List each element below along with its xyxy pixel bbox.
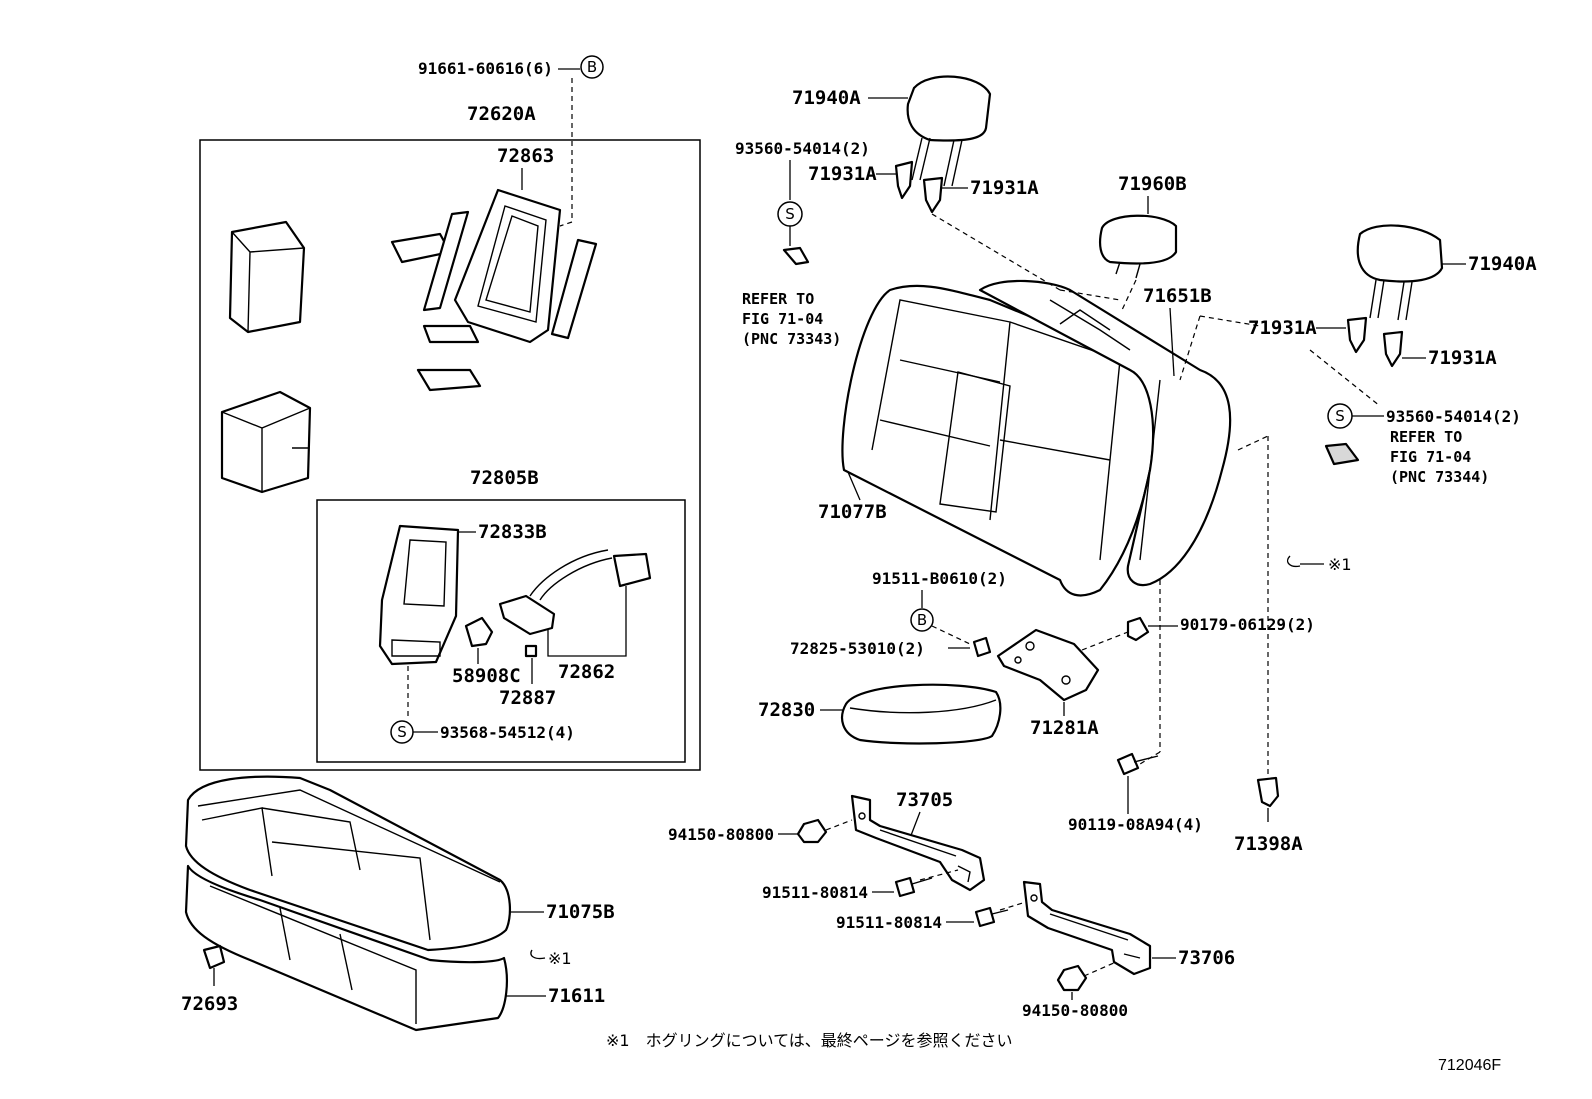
label-94150-1: 94150-80800 xyxy=(668,825,774,844)
seat-cushion-71075b xyxy=(184,775,512,952)
label-72887: 72887 xyxy=(499,687,556,709)
label-71611: 71611 xyxy=(548,985,605,1007)
bolt-91511-1 xyxy=(894,876,933,898)
marker-b-top xyxy=(580,55,604,79)
headrest-71940a-left xyxy=(906,75,992,187)
label-71940a-left: 71940A xyxy=(792,87,861,109)
label-93560-left: 93560-54014(2) xyxy=(735,139,870,158)
marker-b-top-text: B xyxy=(587,58,597,76)
bracket-73706 xyxy=(1022,880,1152,976)
label-71960b: 71960B xyxy=(1118,173,1187,195)
label-71931a-2: 71931A xyxy=(970,177,1039,199)
cover-right xyxy=(1324,442,1360,466)
hog-ring-mark-1: ※1 xyxy=(548,949,572,968)
bolt-91511-2 xyxy=(974,906,1009,928)
label-71398a: 71398A xyxy=(1234,833,1303,855)
refer-left-line3: (PNC 73343) xyxy=(742,330,841,348)
label-71077b: 71077B xyxy=(818,501,887,523)
label-71931a-3: 71931A xyxy=(1248,317,1317,339)
nut-90179 xyxy=(1126,616,1150,642)
label-71931a-1: 71931A xyxy=(808,163,877,185)
label-71651b: 71651B xyxy=(1143,285,1212,307)
label-90119: 90119-08A94(4) xyxy=(1068,815,1203,834)
figure-id: 712046F xyxy=(1438,1057,1501,1074)
marker-b-hinge-text: B xyxy=(917,611,927,629)
marker-s-lid-text: S xyxy=(397,723,407,741)
headrest-71960b-center xyxy=(1099,214,1178,279)
label-72833b: 72833B xyxy=(478,521,547,543)
lid-latch-58908c xyxy=(464,616,494,648)
nut-94150-1 xyxy=(796,818,828,844)
headrest-71940a-right xyxy=(1356,224,1444,321)
label-72863: 72863 xyxy=(497,145,554,167)
clip-71398a xyxy=(1256,776,1280,822)
hinge-71281a xyxy=(996,628,1100,702)
label-72693: 72693 xyxy=(181,993,238,1015)
label-71281a: 71281A xyxy=(1030,717,1099,739)
refer-right-line2: FIG 71-04 xyxy=(1390,448,1471,466)
label-90179: 90179-06129(2) xyxy=(1180,615,1315,634)
guide-71931a-1 xyxy=(894,160,914,200)
label-71940a-right: 71940A xyxy=(1468,253,1537,275)
label-71075b: 71075B xyxy=(546,901,615,923)
label-91661: 91661-60616(6) xyxy=(418,59,553,78)
footnote-hog-ring: ※1 ホグリングについては、最終ページを参照ください xyxy=(606,1031,1012,1050)
label-72620a: 72620A xyxy=(467,103,536,125)
label-73706: 73706 xyxy=(1178,947,1235,969)
label-91511-2: 91511-80814 xyxy=(836,913,942,932)
label-72805b: 72805B xyxy=(470,467,539,489)
cover-left xyxy=(782,246,810,266)
lid-bracket-72862 xyxy=(498,549,652,658)
refer-left-line2: FIG 71-04 xyxy=(742,310,823,328)
kit-72620a-box xyxy=(199,139,701,771)
marker-b-hinge xyxy=(910,608,934,632)
label-72830: 72830 xyxy=(758,699,815,721)
refer-right-line3: (PNC 73344) xyxy=(1390,468,1489,486)
label-94150-2: 94150-80800 xyxy=(1022,1001,1128,1020)
marker-s-left-text: S xyxy=(785,205,795,223)
label-91511-b: 91511-B0610(2) xyxy=(872,569,1007,588)
label-71931a-4: 71931A xyxy=(1428,347,1497,369)
armrest-72830 xyxy=(841,683,1002,745)
label-93560-right: 93560-54014(2) xyxy=(1386,407,1521,426)
nut-94150-2 xyxy=(1056,964,1088,992)
label-58908c: 58908C xyxy=(452,665,521,687)
label-91511-1: 91511-80814 xyxy=(762,883,868,902)
armrest-lid-72833b xyxy=(378,524,460,666)
hog-ring-mark-2: ※1 xyxy=(1328,555,1352,574)
label-72862: 72862 xyxy=(558,661,615,683)
bolt-90119 xyxy=(1116,752,1159,776)
refer-right-line1: REFER TO xyxy=(1390,428,1462,446)
seat-cushion-frame-71611 xyxy=(184,864,508,1032)
guide-71931a-4 xyxy=(1382,330,1404,368)
seatback-frame-71651b xyxy=(978,279,1232,587)
label-93568: 93568-54512(4) xyxy=(440,723,575,742)
bracket-73705 xyxy=(850,794,986,892)
label-72825: 72825-53010(2) xyxy=(790,639,925,658)
guide-71931a-2 xyxy=(922,176,944,214)
armrest-frame-72863 xyxy=(390,188,598,392)
clip-72693 xyxy=(202,944,226,986)
label-73705: 73705 xyxy=(896,789,953,811)
foam-block-lower xyxy=(220,390,312,494)
refer-left-line1: REFER TO xyxy=(742,290,814,308)
guide-71931a-3 xyxy=(1346,316,1368,354)
kit-72805b-box xyxy=(316,499,686,763)
bushing-72825 xyxy=(972,636,992,658)
marker-s-right-text: S xyxy=(1335,407,1345,425)
foam-block-upper xyxy=(228,220,306,334)
